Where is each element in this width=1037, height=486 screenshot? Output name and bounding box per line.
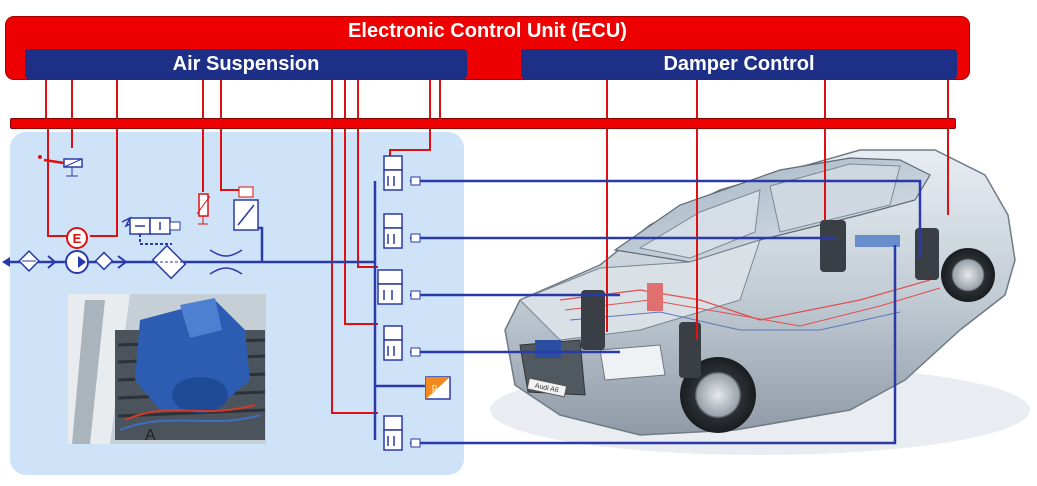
solenoid-valve-1 <box>384 156 420 190</box>
throttle-icon <box>210 250 242 256</box>
solenoid-valve-5 <box>384 416 420 450</box>
svg-text:p: p <box>432 382 437 392</box>
air-intake-arrow-icon <box>2 257 10 267</box>
solenoid-valve-stack <box>378 156 420 450</box>
compressor-inset-photo: A <box>68 294 266 444</box>
motor-label: E <box>73 231 82 246</box>
solenoid-valve-2 <box>384 214 420 248</box>
solenoid-valve-3 <box>378 270 420 304</box>
reservoir-pressure-sensor-icon: p <box>426 377 450 399</box>
solenoid-valve-4 <box>384 326 420 360</box>
inset-letter: A <box>145 427 156 444</box>
